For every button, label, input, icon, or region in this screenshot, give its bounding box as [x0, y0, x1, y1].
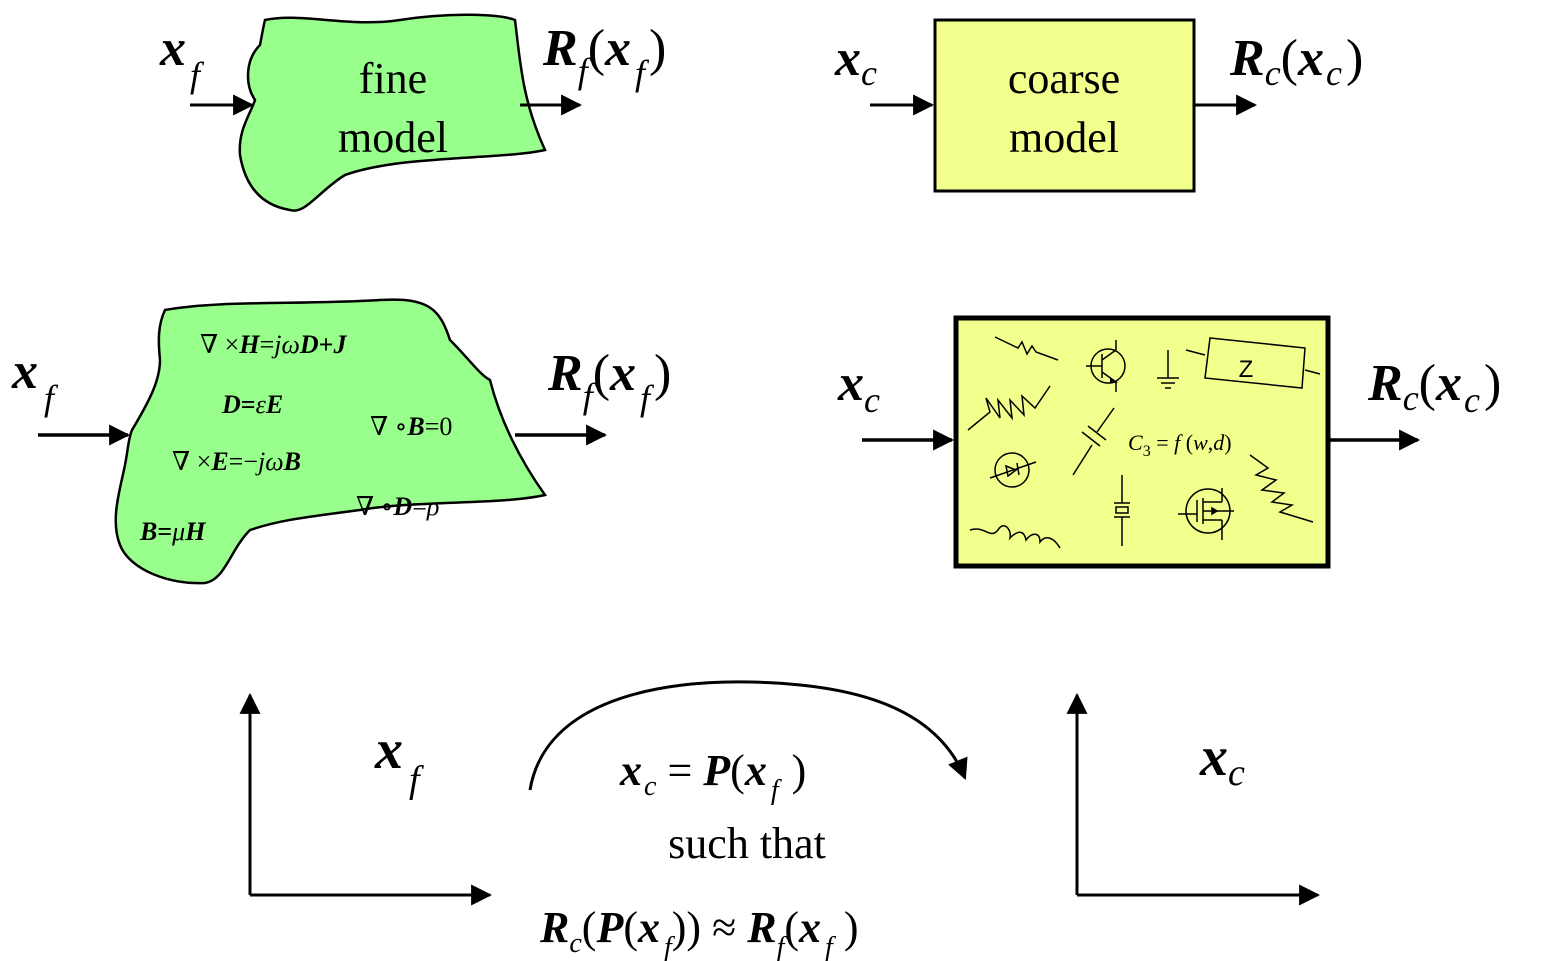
inductor-icon — [969, 525, 1061, 549]
fine-model-label-line1: fine — [359, 54, 427, 103]
capacitor-formula: C3 = f (w,d) — [1128, 430, 1232, 460]
mid-coarse-input-label: xc — [837, 355, 880, 420]
mosfet-icon — [1178, 488, 1234, 540]
mid-coarse-output-label: Rc(xc) — [1367, 355, 1501, 420]
circuit-model-box — [953, 315, 1331, 569]
b-mu-equation: B=μH — [139, 517, 206, 546]
fine-model-label-line2: model — [338, 113, 448, 162]
fine-model-blob — [238, 13, 547, 212]
curl-e-equation: ∇ ×E=−jωB — [172, 447, 301, 476]
maxwell-equations: ∇ ×H=jωD+J D=εE ∇ ∘B=0 ∇ ×E=−jωB ∇ ∘D=ρ … — [139, 330, 452, 546]
impedance-icon — [1185, 337, 1321, 389]
curl-h-equation: ∇ ×H=jωD+J — [200, 330, 347, 359]
such-that-text: such that — [668, 819, 826, 868]
ground-icon — [1157, 350, 1179, 389]
div-d-equation: ∇ ∘D=ρ — [356, 492, 439, 521]
d-eps-equation: D=εE — [221, 390, 283, 419]
top-coarse-input-label: xc — [834, 30, 877, 93]
crystal-icon — [1114, 475, 1130, 546]
div-b-equation: ∇ ∘B=0 — [370, 412, 452, 441]
impedance-label: Z — [1239, 356, 1254, 383]
coarse-model-box — [933, 18, 1196, 193]
coarse-model-label-line1: coarse — [1008, 54, 1120, 103]
coarse-model-label-line2: model — [1009, 113, 1119, 162]
mid-coarse-model-block: xc — [837, 315, 1501, 569]
resistor-zigzag-right-icon — [1249, 454, 1314, 523]
diode-icon — [989, 452, 1037, 488]
top-coarse-model-block: xc coarse model Rc(xc) — [834, 18, 1363, 193]
mapping-arc-arrow — [528, 680, 968, 791]
maxwell-blob — [114, 298, 548, 585]
circuit-elements — [967, 336, 1321, 549]
capacitor-icon — [1072, 407, 1115, 476]
coarse-space-label: xc — [1199, 726, 1245, 794]
resistor-small-icon — [994, 336, 1059, 361]
coarse-parameter-space: xc — [1066, 692, 1321, 906]
resistor-zigzag-icon — [967, 385, 1051, 431]
bjt-transistor-icon — [1086, 340, 1126, 392]
top-coarse-output-label: Rc(xc) — [1229, 30, 1363, 93]
